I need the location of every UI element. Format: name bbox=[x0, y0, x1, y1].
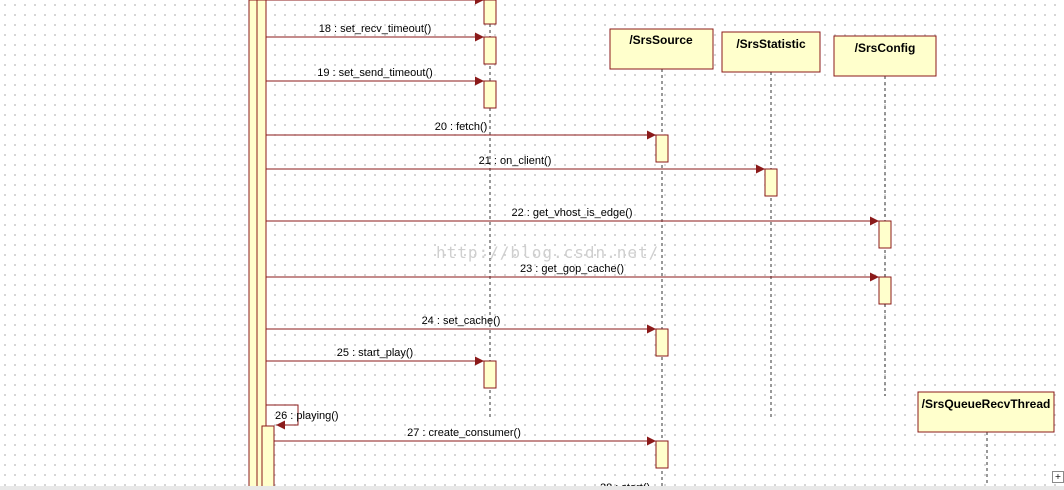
message-label-21: 21 : on_client() bbox=[479, 155, 552, 167]
lifeline-label-srsqueuerecvthread: /SrsQueueRecvThread bbox=[922, 397, 1051, 411]
caller-activation-inner bbox=[256, 0, 267, 490]
lifeline-label-srsconfig: /SrsConfig bbox=[855, 41, 916, 55]
lifeline-label-srsstatistic: /SrsStatistic bbox=[736, 37, 806, 51]
activation-box bbox=[878, 220, 892, 249]
caller-activation-self bbox=[261, 425, 275, 490]
message-label-20: 20 : fetch() bbox=[435, 121, 488, 133]
message-label-27: 27 : create_consumer() bbox=[407, 427, 521, 439]
lifeline-header-srsqueuerecvthread[interactable]: /SrsQueueRecvThread bbox=[917, 391, 1055, 433]
lifeline-header-srssource[interactable]: /SrsSource bbox=[609, 28, 714, 70]
lifeline-header-srsconfig[interactable]: /SrsConfig bbox=[833, 35, 937, 77]
message-label-19: 19 : set_send_timeout() bbox=[317, 67, 433, 79]
activation-box bbox=[483, 36, 497, 65]
activation-box bbox=[483, 80, 497, 109]
lifeline-header-srsstatistic[interactable]: /SrsStatistic bbox=[721, 31, 821, 73]
activation-box bbox=[764, 168, 778, 197]
resize-corner-icon[interactable]: + bbox=[1052, 471, 1064, 483]
activation-box bbox=[655, 440, 669, 469]
bottom-scroll-strip[interactable] bbox=[0, 486, 1064, 490]
watermark-text: http://blog.csdn.net/ bbox=[436, 243, 660, 262]
message-label-22: 22 : get_vhost_is_edge() bbox=[511, 207, 632, 219]
activation-box bbox=[655, 328, 669, 357]
lifeline-label-srssource: /SrsSource bbox=[629, 33, 693, 47]
message-label-26: 26 : playing() bbox=[275, 410, 339, 422]
message-label-23: 23 : get_gop_cache() bbox=[520, 263, 624, 275]
message-label-18: 18 : set_recv_timeout() bbox=[319, 23, 432, 35]
activation-box bbox=[655, 134, 669, 163]
activation-box bbox=[483, 0, 497, 25]
activation-box bbox=[878, 276, 892, 305]
activation-box bbox=[483, 360, 497, 389]
caller-activation-outer bbox=[248, 0, 258, 490]
message-label-24: 24 : set_cache() bbox=[422, 315, 501, 327]
message-label-25: 25 : start_play() bbox=[337, 347, 413, 359]
message-arrow-26-self[interactable] bbox=[266, 404, 299, 430]
